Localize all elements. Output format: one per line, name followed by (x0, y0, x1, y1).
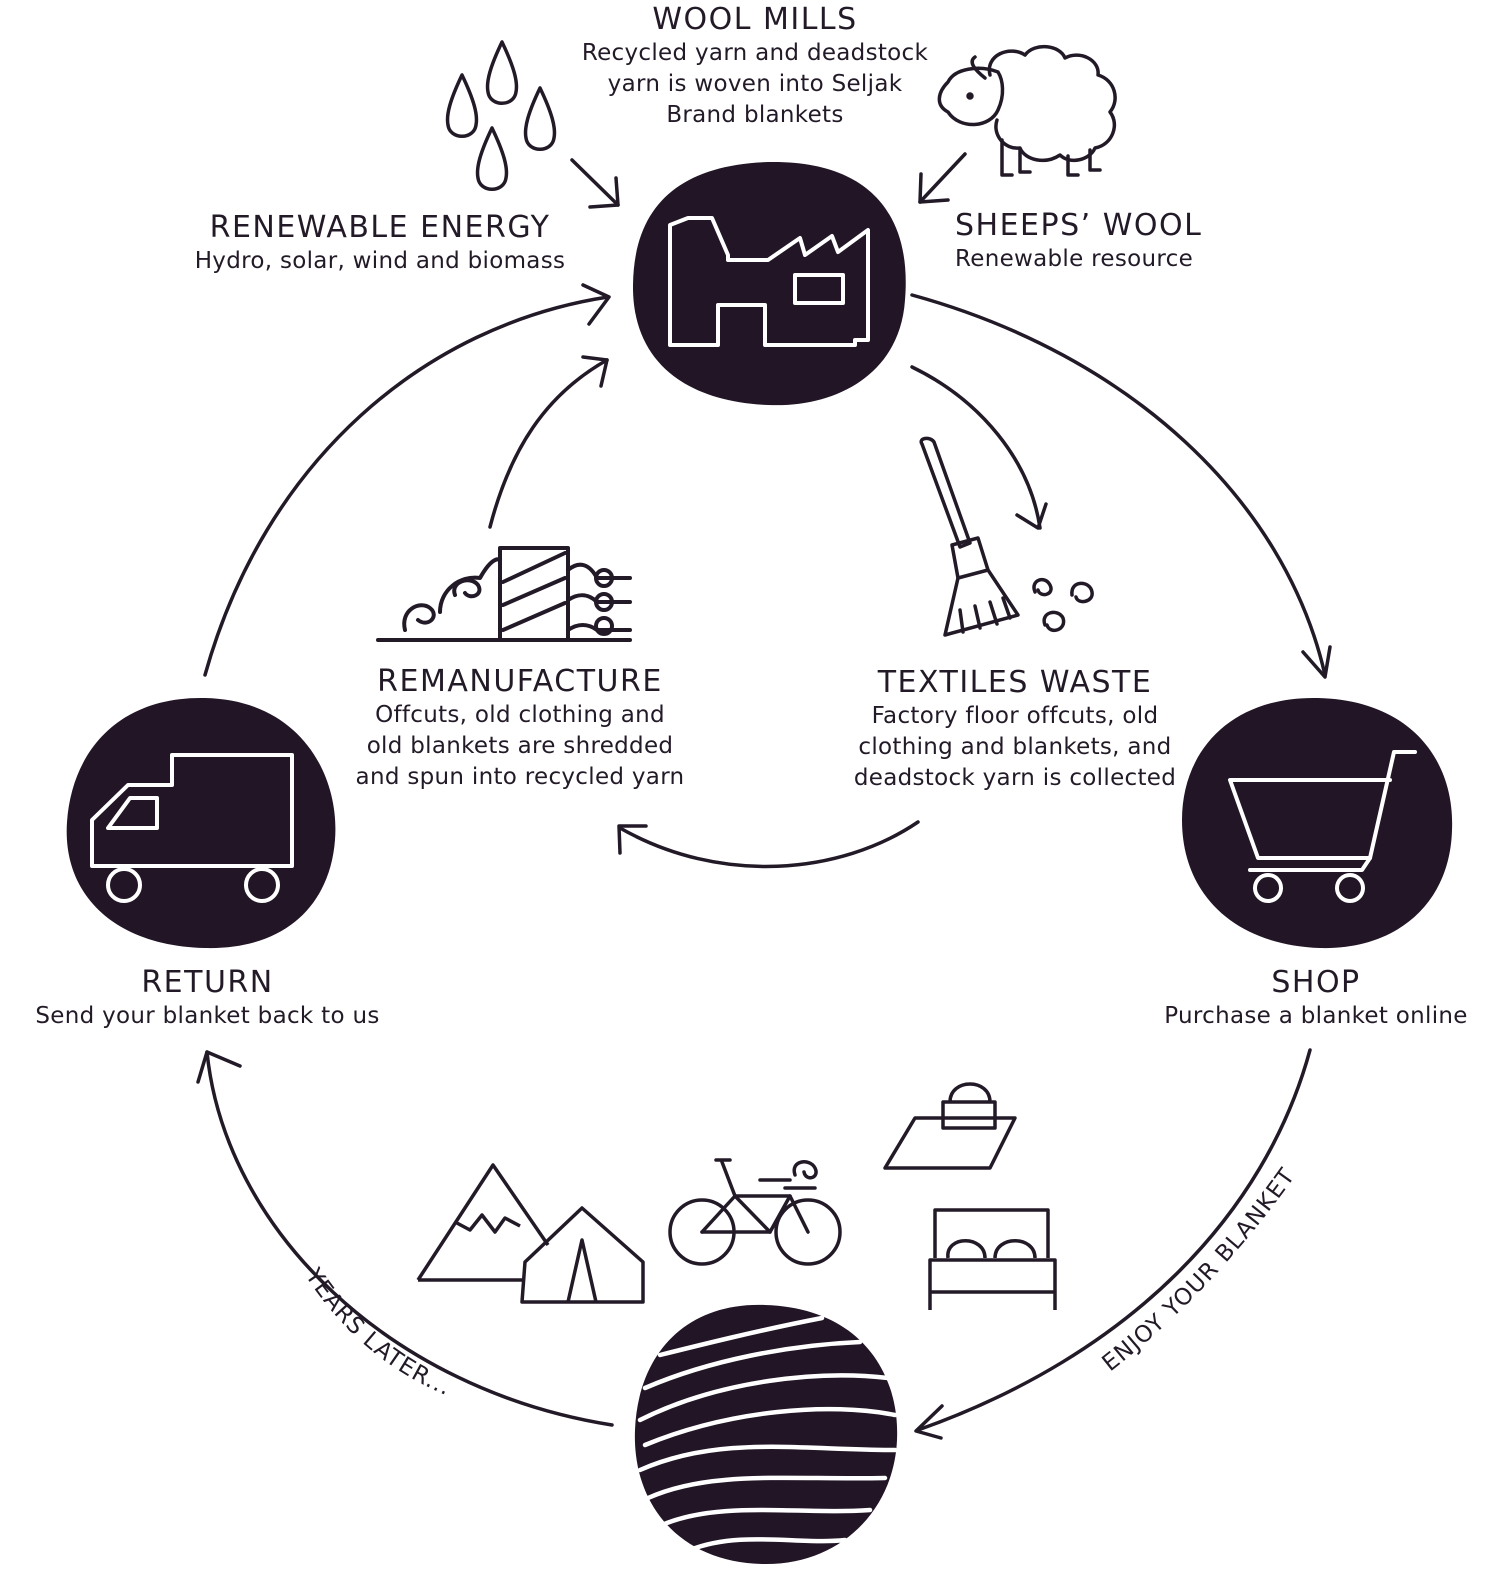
tent-icon (520, 1206, 645, 1304)
remanufacture-desc-line: and spun into recycled yarn (355, 764, 685, 790)
shopping-cart-icon (1228, 750, 1417, 903)
water-drops-icon (445, 40, 557, 191)
arrow-shop-to-blanket (914, 1048, 1312, 1440)
factory-icon (668, 216, 870, 347)
arrow-return-to-factory (203, 283, 611, 677)
textiles-waste-label: TEXTILES WASTE Factory floor offcuts, ol… (835, 665, 1195, 794)
shredder-icon (376, 546, 632, 642)
shop-title: SHOP (1271, 965, 1361, 1000)
years-later-label: YEARS LATER... (299, 1263, 454, 1401)
wool-mills-node (632, 161, 906, 406)
truck-icon (90, 753, 294, 903)
wool-mills-label: WOOL MILLS Recycled yarn and deadstock y… (565, 2, 945, 131)
return-node (66, 697, 336, 949)
wool-mills-desc-line: Brand blankets (666, 102, 844, 128)
renewable-energy-desc: Hydro, solar, wind and biomass (194, 248, 566, 274)
return-title: RETURN (141, 965, 274, 1000)
wool-mills-desc-line: yarn is woven into Seljak (607, 71, 903, 97)
sheeps-wool-label: SHEEPS’ WOOL Renewable resource (955, 208, 1215, 275)
remanufacture-desc-line: old blankets are shredded (366, 733, 674, 759)
blanket-icon (637, 1315, 898, 1553)
mountain-icon (416, 1163, 550, 1282)
enjoy-your-blanket-label: ENJOY YOUR BLANKET (1098, 1164, 1301, 1377)
textiles-waste-desc-line: deadstock yarn is collected (853, 765, 1177, 791)
remanufacture-desc-line: Offcuts, old clothing and (375, 702, 665, 728)
textiles-waste-title: TEXTILES WASTE (877, 665, 1153, 700)
shop-label: SHOP Purchase a blanket online (1150, 965, 1482, 1032)
arrow-factory-to-shop (910, 293, 1332, 679)
return-label: RETURN Send your blanket back to us (20, 965, 395, 1032)
textiles-waste-desc-line: clothing and blankets, and (858, 734, 1172, 760)
remanufacture-label: REMANUFACTURE Offcuts, old clothing and … (340, 664, 700, 793)
renewable-energy-label: RENEWABLE ENERGY Hydro, solar, wind and … (180, 210, 580, 277)
arrow-energy-to-factory (570, 158, 620, 209)
shop-desc: Purchase a blanket online (1164, 1003, 1468, 1029)
sheeps-wool-title: SHEEPS’ WOOL (955, 208, 1203, 243)
picnic-icon (883, 1082, 1017, 1170)
broom-icon (919, 436, 1094, 637)
wool-mills-title: WOOL MILLS (652, 2, 858, 37)
arrow-blanket-to-return (196, 1050, 614, 1427)
return-desc: Send your blanket back to us (35, 1003, 380, 1029)
sheep-icon (937, 45, 1117, 177)
blanket-node (634, 1304, 898, 1565)
arrow-factory-to-waste (910, 365, 1048, 530)
arrow-remanufacture-to-factory (488, 355, 609, 529)
sheeps-wool-desc: Renewable resource (955, 246, 1194, 272)
remanufacture-title: REMANUFACTURE (377, 664, 663, 699)
wool-mills-desc-line: Recycled yarn and deadstock (581, 40, 929, 66)
arrow-waste-to-remanufacture (617, 820, 920, 869)
renewable-energy-title: RENEWABLE ENERGY (209, 210, 551, 245)
bicycle-icon (668, 1158, 842, 1266)
arrow-wool-to-factory (918, 152, 967, 204)
bed-icon (928, 1208, 1057, 1310)
textiles-waste-desc-line: Factory floor offcuts, old (871, 703, 1159, 729)
shop-node (1182, 697, 1453, 949)
